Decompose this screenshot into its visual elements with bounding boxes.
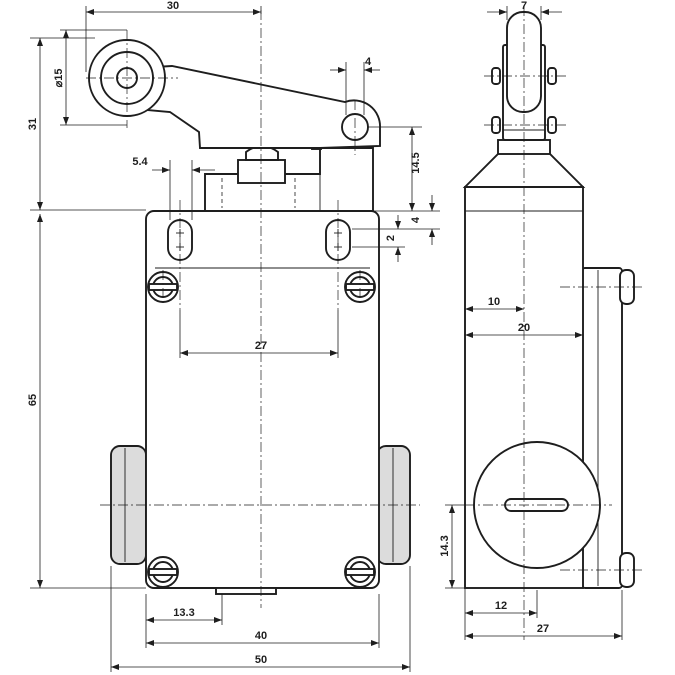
dim-hole-offset: 4 <box>365 56 372 68</box>
head-housing <box>204 147 374 212</box>
dim-lever-height: 31 <box>27 118 39 130</box>
screw-bottom-left <box>147 556 179 588</box>
dim-plunger-height: 14.5 <box>410 152 422 173</box>
dim-body-height: 65 <box>27 394 39 406</box>
dim-slot-height: 4 <box>410 216 422 223</box>
dim-depth-body: 20 <box>518 322 530 334</box>
roller-lever <box>88 39 381 149</box>
side-view: 7 10 20 14.3 12 27 <box>439 0 645 640</box>
dim-depth-overall: 27 <box>537 623 549 635</box>
front-extension-lines <box>30 6 440 672</box>
dim-mount-offset: 13.3 <box>173 607 194 619</box>
side-extension-lines <box>445 6 623 640</box>
switch-body <box>145 210 380 595</box>
screw-bottom-right <box>344 556 376 588</box>
dim-plunger-width: 5.4 <box>132 156 148 168</box>
dim-overall-width: 50 <box>255 654 267 666</box>
dim-gland-height: 14.3 <box>439 535 451 556</box>
dim-roller-width: 7 <box>521 0 527 12</box>
side-center-lines <box>465 6 645 640</box>
dim-lever-width: 30 <box>167 0 179 12</box>
dim-hole-pitch: 40 <box>255 630 267 642</box>
front-dimension-lines <box>37 9 435 670</box>
dim-gland-offset: 12 <box>495 600 507 612</box>
side-dimension-labels: 7 10 20 14.3 12 27 <box>439 0 549 635</box>
screw-top-left <box>147 271 179 303</box>
dim-hole-spacing: 27 <box>255 340 267 352</box>
front-dimension-labels: 30 ⌀15 31 65 4 14.5 4 2 5.4 27 13.3 40 5… <box>27 0 422 666</box>
dim-roller-diameter: ⌀15 <box>53 69 65 88</box>
front-center-lines <box>86 10 420 608</box>
side-dimension-lines <box>449 9 622 639</box>
front-view: 30 ⌀15 31 65 4 14.5 4 2 5.4 27 13.3 40 5… <box>27 0 440 672</box>
plunger <box>237 139 322 184</box>
dim-slot-spacing: 2 <box>385 235 397 241</box>
dim-depth-inner: 10 <box>488 296 500 308</box>
